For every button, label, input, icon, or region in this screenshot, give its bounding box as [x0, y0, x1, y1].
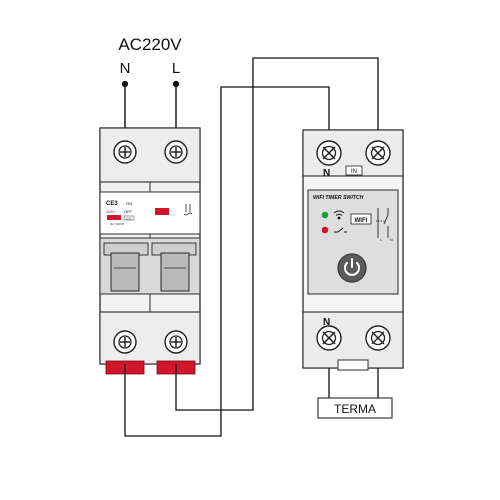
switch-bottom-screw-right: [365, 325, 391, 351]
power-icon: [344, 262, 360, 276]
switch-top-screw-left: [316, 140, 342, 166]
status-led: [321, 211, 329, 219]
switch-din-clip: [337, 359, 369, 371]
breaker-top-screw-left: [113, 140, 137, 164]
breaker-top-screw-right: [164, 140, 188, 164]
switch-in-label-box: [345, 165, 363, 176]
breaker-symbol: [183, 204, 193, 216]
live-output-wire: [175, 57, 379, 411]
breaker-spec: 400V~: [106, 210, 117, 214]
supply-leads: [121, 80, 180, 130]
supply-neutral-label: N: [120, 60, 131, 77]
relay-schematic-icon: [376, 208, 389, 238]
breaker-rating-box: [123, 215, 135, 221]
wiring: [124, 57, 379, 437]
breaker-on-label: ON: [126, 201, 132, 206]
switch-top-neutral-label: N: [323, 168, 330, 179]
screw-slot-b: [371, 146, 385, 160]
circuit-breaker: CE3 ON 400V~ OFF C32 IEC 60898: [99, 127, 201, 375]
screw-slot-b: [371, 331, 385, 345]
screw-slot-b: [322, 146, 336, 160]
breaker-trip-indicator-left: [107, 215, 121, 220]
breaker-lever-left: [110, 252, 140, 292]
supply-voltage-label: AC220V: [118, 35, 182, 54]
load-wiring: [328, 368, 379, 398]
switch-top-screw-right: [365, 140, 391, 166]
timer-led: [321, 226, 329, 234]
switch-in-label: IN: [351, 169, 357, 175]
load-label: TERMA: [334, 402, 376, 416]
breaker-off-label: OFF: [124, 209, 133, 214]
breaker-bottom-screw-left: [113, 330, 137, 354]
breaker-brand: CE3: [106, 201, 118, 207]
wifi-timer-switch: N IN WIFI TIMER SWITCH WIFI L N: [302, 129, 404, 371]
supply-live-label: L: [172, 60, 180, 77]
breaker-label-panel: [99, 191, 201, 235]
neutral-output-wire: [124, 86, 330, 437]
load-box: [317, 397, 393, 419]
wifi-icon: [333, 210, 345, 220]
screw-slot-b: [322, 331, 336, 345]
power-button[interactable]: [337, 253, 367, 283]
breaker-bottom-screw-right: [164, 330, 188, 354]
switch-wifi-label-box: [350, 213, 372, 225]
relay-contact-n-label: N: [390, 238, 393, 242]
switch-title: WIFI TIMER SWITCH: [313, 195, 364, 201]
switch-wifi-label: WIFI: [354, 217, 367, 224]
switch-bottom-screw-left: [316, 325, 342, 351]
breaker-standard: IEC 60898: [110, 222, 125, 226]
switch-bottom-neutral-label: N: [323, 317, 330, 328]
breaker-trip-indicator-right: [155, 208, 169, 215]
breaker-lever-right: [160, 252, 190, 292]
relay-contact-icon: [334, 227, 347, 233]
breaker-rating: C32: [126, 216, 132, 220]
relay-contact-l-label: L: [380, 238, 382, 242]
